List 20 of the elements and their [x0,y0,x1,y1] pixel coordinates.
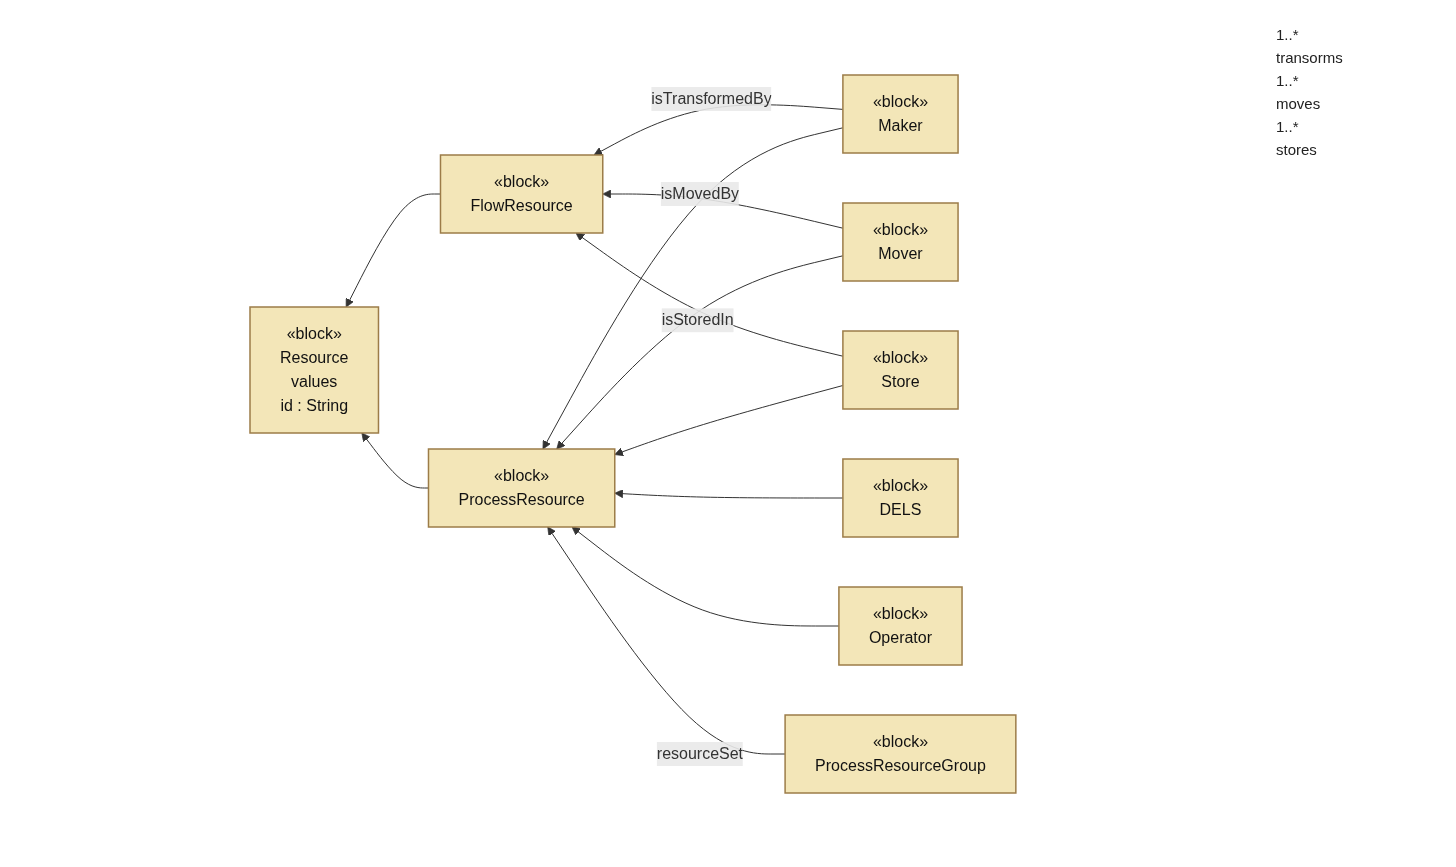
multiplicity-label: transorms [1276,49,1344,66]
node-box: «block» Maker [842,73,959,154]
multiplicity-label: 1..* [1276,118,1300,135]
edge-label: isTransformedBy [651,89,772,107]
edge-label: isMovedBy [660,184,740,202]
node-box: «block» ProcessResource [427,447,616,528]
node-box: «block» Store [842,329,959,410]
node-box: «block» Resource values id : String [249,305,380,434]
edge-label: isStoredIn [661,310,734,328]
node-box: «block» FlowResource [439,153,604,234]
arrow [547,526,786,754]
edge-label: resourceSet [656,744,744,762]
multiplicity-label: moves [1276,95,1322,112]
node-box: «block» Operator [838,585,963,666]
multiplicity-label: 1..* [1276,26,1300,43]
node-box: «block» ProcessResourceGroup [784,713,1017,794]
node-box: «block» DELS [842,457,959,538]
multiplicity-label: stores [1276,141,1318,158]
multiplicity-label: 1..* [1276,72,1300,89]
node-box: «block» Mover [842,201,959,282]
